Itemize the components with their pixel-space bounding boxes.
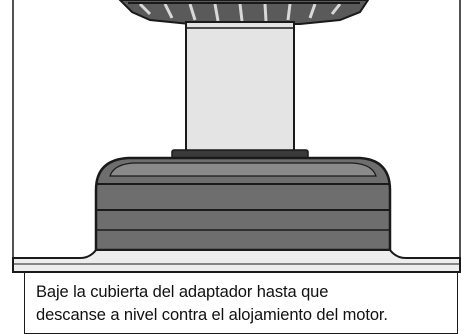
caption-box: Baje la cubierta del adaptador hasta que… (24, 272, 458, 334)
top-gear-assembly (118, 0, 370, 25)
motor-housing-base (12, 249, 461, 273)
caption-line-2: descanse a nivel contra el alojamiento d… (36, 306, 388, 324)
shaft (185, 21, 295, 153)
diagram-frame (12, 0, 461, 258)
adapter-cover (94, 156, 392, 252)
caption-line-1: Baje la cubierta del adaptador hasta que (36, 283, 329, 301)
